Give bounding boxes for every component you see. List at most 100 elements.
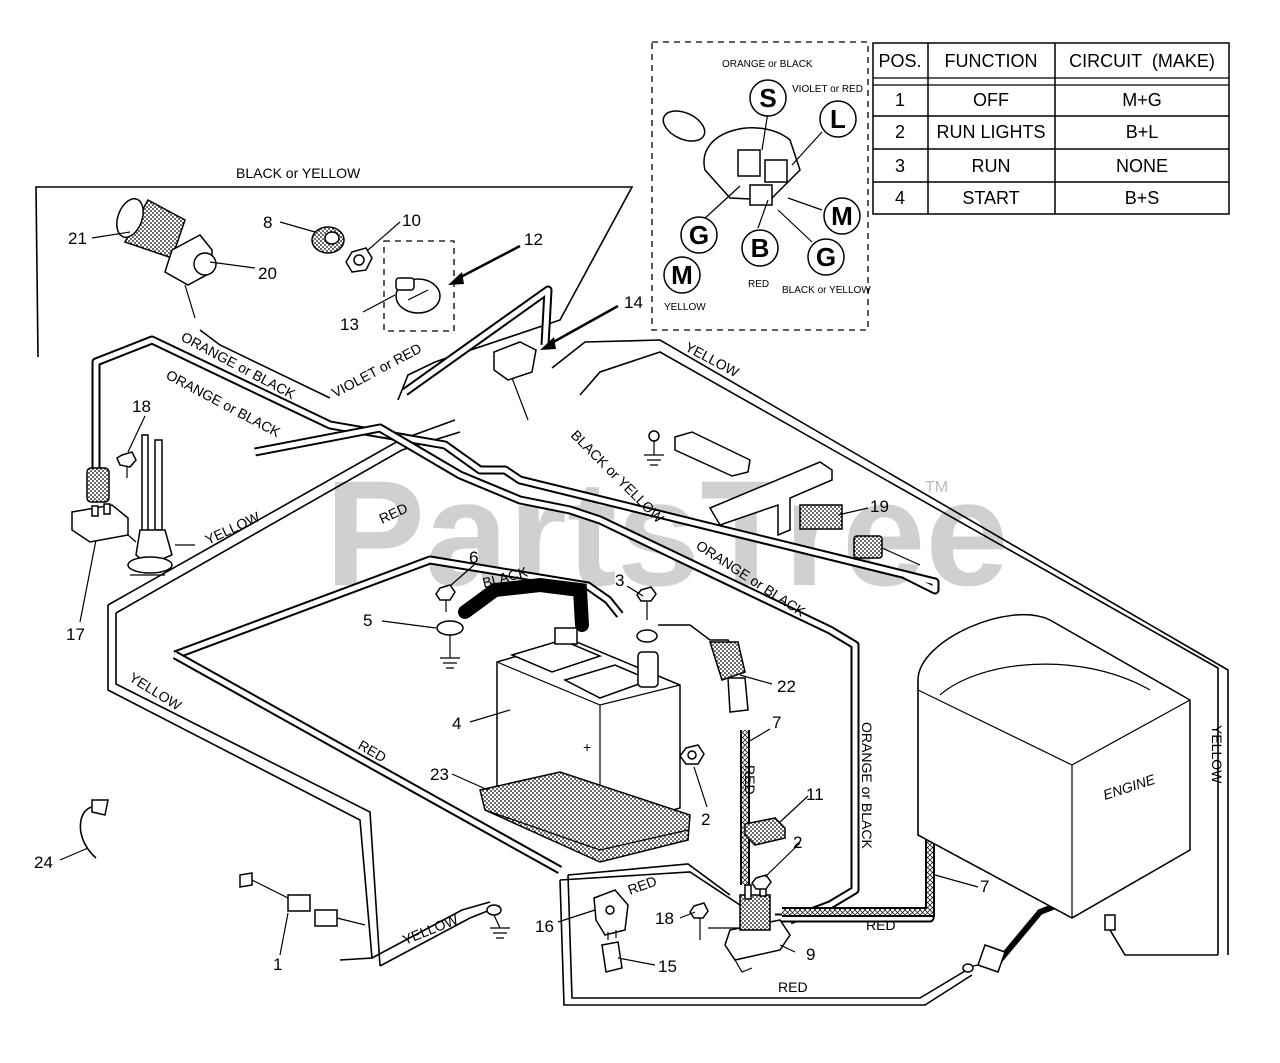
terminal-m-left: M: [671, 260, 693, 290]
engine-lead: [997, 902, 1060, 962]
part-11-cover: [744, 817, 786, 846]
part-12-box: [383, 240, 455, 332]
part-number-5: 5: [363, 611, 372, 630]
part-16-fuse-holder: [593, 889, 629, 936]
part-number-24: 24: [34, 853, 53, 872]
terminal-b-wire: RED: [748, 279, 769, 290]
part-24-clamp: [79, 799, 109, 859]
table-cell: 2: [895, 122, 905, 142]
part-2-nut: [679, 744, 705, 765]
part-number-18-top: 18: [132, 397, 151, 416]
terminal-m-right: M: [831, 201, 853, 231]
part-19-switch: [674, 431, 921, 566]
table-cell: OFF: [973, 90, 1009, 110]
battery-plus-sign: +: [583, 739, 591, 755]
part-number-8: 8: [263, 213, 272, 232]
part-18-bolt-lower: [689, 902, 740, 940]
part-number-10: 10: [402, 211, 421, 230]
wire-label-yellow-left: YELLOW: [203, 508, 263, 547]
part-number-13: 13: [340, 315, 359, 334]
table-cell: B+L: [1126, 122, 1159, 142]
terminal-g-right: G: [816, 242, 836, 272]
wire-label-orange-black-vertical: ORANGE or BLACK: [859, 722, 875, 849]
part-21-light: [116, 198, 186, 259]
table-header-circuit: CIRCUIT (MAKE): [1069, 51, 1215, 71]
part-number-22: 22: [777, 677, 796, 696]
table-cell: 3: [895, 156, 905, 176]
part-number-12: 12: [524, 230, 543, 249]
part-number-9: 9: [806, 945, 815, 964]
part-number-1: 1: [273, 955, 282, 974]
part-number-23: 23: [430, 765, 449, 784]
table-cell: B+S: [1125, 188, 1160, 208]
part-number-16: 16: [535, 917, 554, 936]
table-cell: RUN: [972, 156, 1011, 176]
table-header-function: FUNCTION: [945, 51, 1038, 71]
part-18-bolt-top: [116, 451, 137, 478]
harness-thick-wires: [91, 285, 940, 925]
part-number-19: 19: [870, 497, 889, 516]
part-23-tray: [479, 771, 691, 863]
watermark-trademark: TM: [925, 479, 948, 496]
engine-plug: [962, 944, 1006, 973]
part-number-labels: 21 20 8 10 12 13 14 18 19 17 6 5 3 4 22 …: [34, 211, 989, 976]
function-table: POS. FUNCTION CIRCUIT (MAKE) 1 OFF M+G 2…: [872, 42, 1230, 215]
part-9-solenoid: [724, 881, 791, 973]
part-number-18-lower: 18: [655, 909, 674, 928]
table-cell: 1: [895, 90, 905, 110]
wire-label-yellow-far-left: YELLOW: [126, 669, 185, 714]
part-17-switch: [71, 467, 137, 543]
ground-lower-left: [486, 904, 510, 939]
terminal-s: S: [759, 83, 776, 113]
part-3-bolt: [636, 586, 658, 643]
ground-right: [644, 430, 664, 466]
terminal-g-right-wire: BLACK or YELLOW: [782, 285, 871, 296]
part-number-7-upper: 7: [772, 713, 781, 732]
part-number-7-lower: 7: [980, 877, 989, 896]
part-1-harness: [239, 872, 366, 927]
part-number-20: 20: [258, 264, 277, 283]
part-8-nut: [311, 226, 345, 254]
part-number-17: 17: [66, 625, 85, 644]
part-number-2-upper: 2: [701, 810, 710, 829]
table-cell: RUN LIGHTS: [936, 122, 1045, 142]
table-cell: M+G: [1122, 90, 1162, 110]
part-5-ground: [436, 620, 464, 669]
part-20-socket: [164, 234, 217, 319]
terminal-l-wire: VIOLET or RED: [792, 84, 863, 95]
part-10-nut: [345, 247, 373, 273]
part-13-switch: [395, 277, 441, 314]
part-15-fuse: [601, 930, 623, 973]
wire-label-red-solenoid-right: RED: [866, 917, 896, 933]
watermark-text: PartsTree: [325, 449, 1009, 617]
part-14-connector: [493, 341, 537, 421]
wire-label-red-bottom: RED: [778, 979, 808, 995]
part-number-21: 21: [68, 229, 87, 248]
engine-block: ENGINE: [917, 614, 1191, 919]
brake-pedal-post: [127, 434, 195, 576]
terminal-g-left: G: [689, 220, 709, 250]
wire-label-red-vertical: RED: [742, 765, 758, 795]
table-cell: NONE: [1116, 156, 1168, 176]
part-number-11: 11: [806, 785, 824, 804]
part-number-4: 4: [452, 714, 461, 733]
table-header-pos: POS.: [878, 51, 921, 71]
part-22-boot: [658, 624, 749, 713]
terminal-b: B: [751, 233, 770, 263]
leader-lines: [59, 221, 979, 966]
wire-label-yellow-top: YELLOW: [683, 339, 743, 381]
terminal-l: L: [830, 104, 846, 134]
part-6-bolt: [435, 584, 456, 612]
table-cell: START: [962, 188, 1019, 208]
table-cell: 4: [895, 188, 905, 208]
part-number-15: 15: [658, 957, 677, 976]
part-number-3: 3: [615, 571, 624, 590]
part-2-bolt-lower: [751, 874, 772, 890]
wire-label-yellow-right: YELLOW: [1209, 725, 1225, 784]
wire-label-black-yellow-top: BLACK or YELLOW: [236, 165, 361, 181]
black-battery-cable: [458, 577, 589, 632]
part-number-14: 14: [624, 293, 643, 312]
part-number-6: 6: [469, 548, 478, 567]
terminal-s-wire: ORANGE or BLACK: [722, 59, 813, 70]
